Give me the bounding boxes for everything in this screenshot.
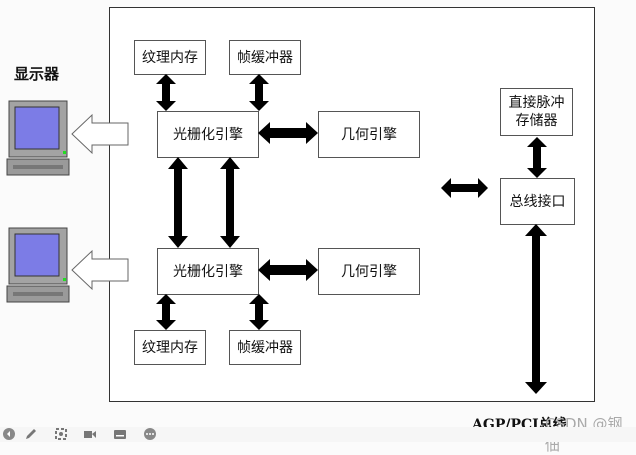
output-arrow-top [71, 113, 129, 155]
direct-pulse-memory: 直接脉冲存储器 [500, 88, 573, 136]
raster-engine-bottom: 光栅化引擎 [157, 248, 259, 295]
geometry-engine-top: 几何引擎 [318, 111, 420, 158]
frame-buffer-top: 帧缓冲器 [229, 40, 301, 75]
video-icon[interactable] [83, 427, 97, 441]
frame-buffer-bottom: 帧缓冲器 [229, 330, 301, 365]
monitor-icon-bottom [6, 227, 70, 303]
more-icon[interactable] [143, 427, 157, 441]
screenshot-icon[interactable] [54, 427, 68, 441]
raster-engine-top: 光栅化引擎 [157, 111, 259, 158]
subtitle-icon[interactable] [113, 427, 127, 441]
display-label: 显示器 [14, 65, 60, 83]
bottom-toolbar [0, 427, 636, 442]
back-icon[interactable] [2, 427, 16, 441]
pen-icon[interactable] [24, 427, 38, 441]
output-arrow-bottom [71, 249, 129, 291]
geometry-engine-bottom: 几何引擎 [318, 248, 420, 295]
texture-memory-bottom: 纹理内存 [134, 330, 206, 365]
bus-interface: 总线接口 [500, 178, 575, 225]
texture-memory-top: 纹理内存 [134, 40, 206, 75]
monitor-icon-top [6, 100, 70, 176]
